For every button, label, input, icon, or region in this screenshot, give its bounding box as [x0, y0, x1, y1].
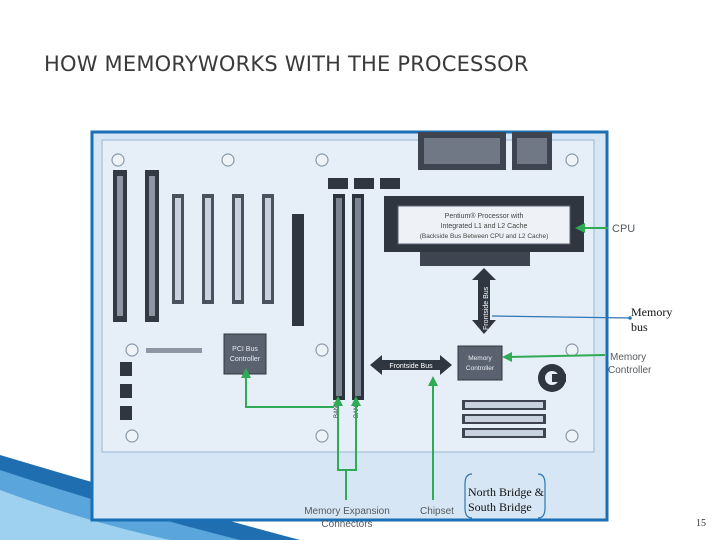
frontside-bus-vertical-label: Frontside Bus — [483, 286, 490, 330]
corner-swoosh — [0, 455, 300, 540]
memory-bus-callout-line-1: Memory — [631, 305, 673, 319]
pci-controller-line-2: Controller — [230, 356, 261, 363]
chipset-label: Chipset — [420, 506, 454, 517]
memory-bus-callout: Memory bus — [631, 305, 672, 335]
pci-bus-controller-chip: PCI Bus Controller — [223, 333, 267, 375]
memory-controller-chip: Memory Controller — [457, 345, 503, 381]
pci-slots — [172, 194, 304, 326]
board-logo — [538, 364, 566, 392]
cpu-box-line-2: Integrated L1 and L2 Cache — [441, 223, 528, 230]
cpu-label: CPU — [612, 223, 635, 235]
small-chips — [328, 178, 400, 189]
memory-expansion-label-line-2: Connectors — [321, 519, 372, 530]
cpu-box-line-1: Pentium® Processor with — [445, 212, 524, 220]
green-pointers — [245, 227, 608, 500]
memory-expansion-label-line-1: Memory Expansion — [304, 506, 390, 517]
frontside-bus-vertical-arrow — [472, 268, 496, 334]
pci-controller-line-1: PCI Bus — [232, 346, 258, 353]
north-south-bracket — [464, 473, 546, 519]
north-south-bridge-callout: North Bridge & South Bridge — [468, 485, 544, 515]
memory-controller-label-line-2: Controller — [608, 365, 652, 376]
left-small-chips — [120, 362, 132, 420]
memory-dimm-slots — [333, 194, 364, 400]
memory-bus-callout-line — [491, 315, 632, 320]
north-south-callout-line-1: North Bridge & — [468, 485, 544, 499]
cpu-module: Pentium® Processor with Integrated L1 an… — [384, 196, 584, 266]
slide-title: HOW MEMORYWORKS WITH THE PROCESSOR — [44, 52, 529, 76]
cpu-box-line-3: (Backside Bus Between CPU and L2 Cache) — [420, 233, 549, 240]
frontside-bus-horizontal-arrow — [370, 355, 452, 375]
top-connectors — [418, 132, 552, 170]
isa-slots — [113, 170, 159, 322]
ide-connectors — [462, 400, 546, 438]
memory-controller-chip-line-1: Memory — [468, 355, 492, 362]
memory-controller-label-line-1: Memory — [610, 352, 646, 363]
memory-controller-chip-line-2: Controller — [466, 365, 495, 372]
frontside-bus-horizontal-label: Frontside Bus — [389, 363, 433, 370]
mounting-holes — [111, 153, 579, 443]
memory-bus-callout-line-2: bus — [631, 320, 648, 334]
page-number: 15 — [696, 518, 706, 529]
north-south-callout-line-2: South Bridge — [468, 500, 532, 514]
